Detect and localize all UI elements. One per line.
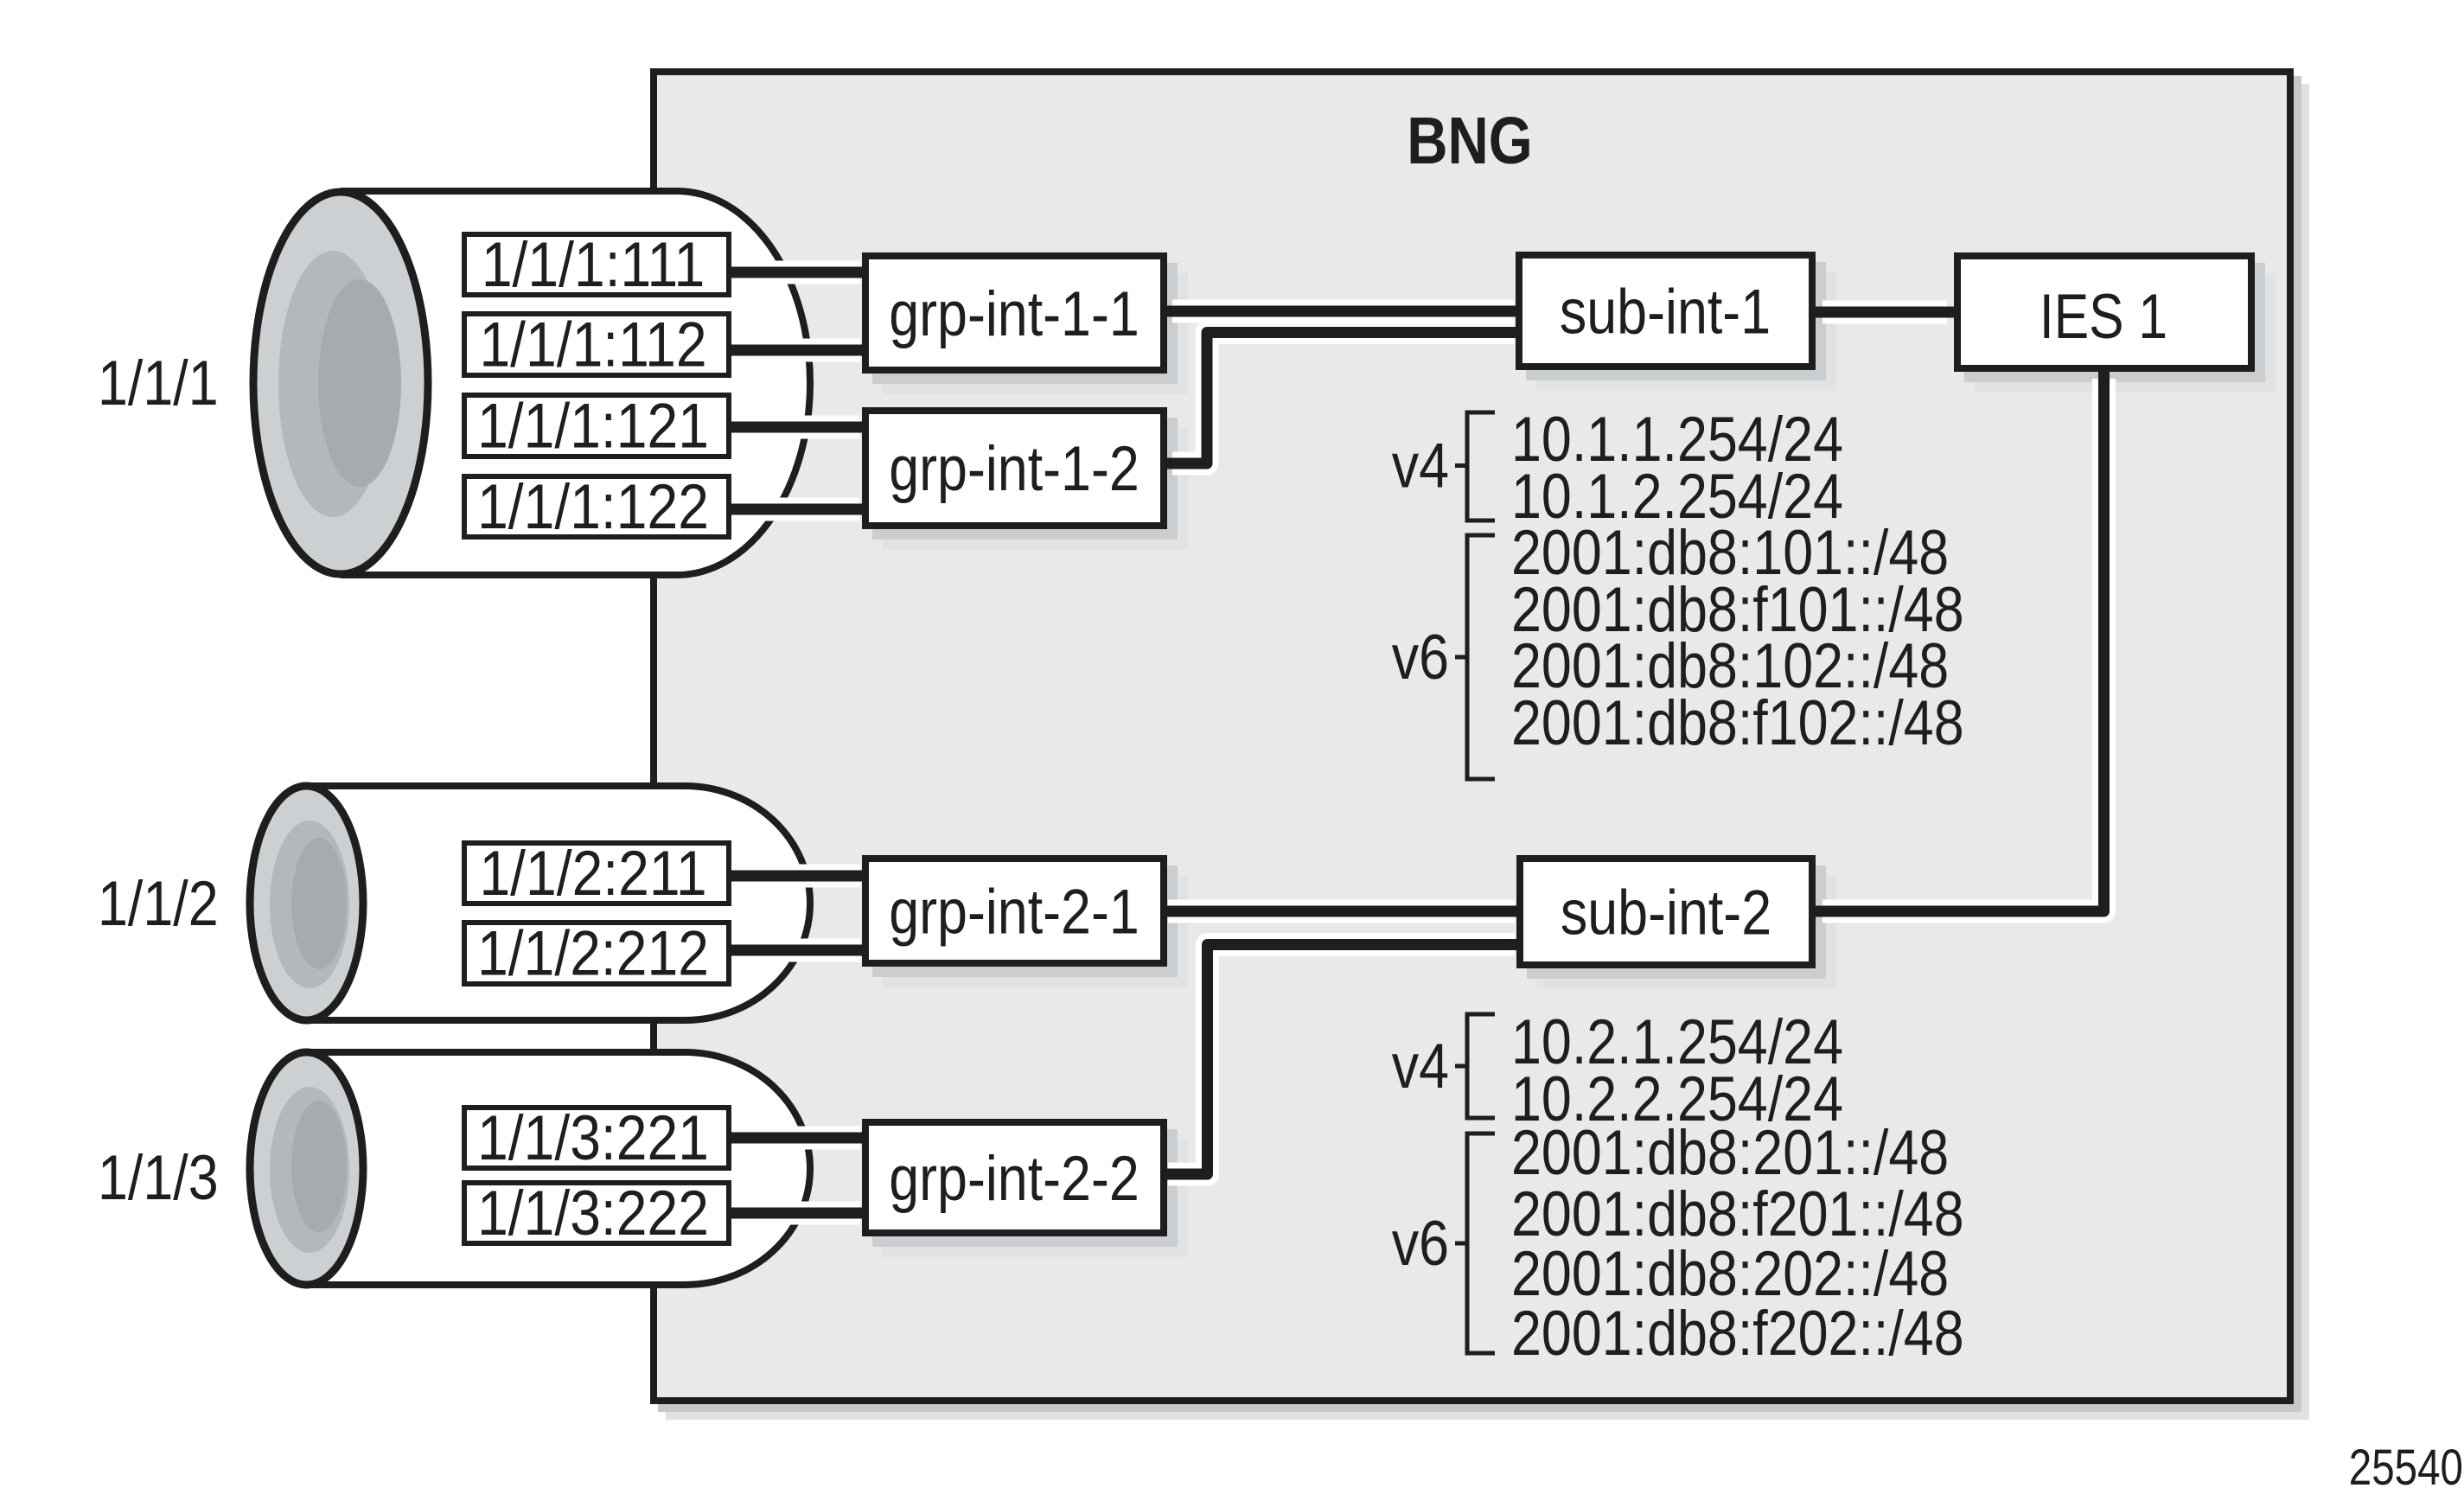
svg-text:1/1/1:111: 1/1/1:111 — [482, 229, 705, 300]
svg-text:10.1.2.254/24: 10.1.2.254/24 — [1511, 462, 1843, 532]
svg-text:grp-int-1-2: grp-int-1-2 — [889, 434, 1139, 504]
svg-text:grp-int-2-1: grp-int-2-1 — [889, 877, 1139, 947]
svg-text:sub-int-2: sub-int-2 — [1561, 878, 1771, 948]
svg-text:2001:db8:201::/48: 2001:db8:201::/48 — [1511, 1118, 1949, 1188]
svg-text:1/1/3:222: 1/1/3:222 — [477, 1178, 709, 1249]
svg-text:1/1/1:112: 1/1/1:112 — [479, 310, 706, 380]
svg-text:2001:db8:f102::/48: 2001:db8:f102::/48 — [1511, 688, 1964, 758]
svg-text:2001:db8:f201::/48: 2001:db8:f201::/48 — [1511, 1179, 1964, 1249]
svg-text:v6: v6 — [1392, 623, 1449, 693]
svg-text:1/1/2: 1/1/2 — [98, 869, 219, 939]
svg-text:IES 1: IES 1 — [2040, 282, 2167, 353]
svg-text:1/1/3:221: 1/1/3:221 — [477, 1102, 709, 1173]
svg-text:v4: v4 — [1392, 431, 1449, 501]
svg-text:BNG: BNG — [1407, 104, 1532, 178]
svg-text:2001:db8:f101::/48: 2001:db8:f101::/48 — [1511, 575, 1964, 645]
svg-text:2001:db8:101::/48: 2001:db8:101::/48 — [1511, 518, 1949, 588]
svg-text:v4: v4 — [1392, 1031, 1449, 1102]
svg-text:25540: 25540 — [2349, 1440, 2463, 1488]
svg-text:1/1/1:122: 1/1/1:122 — [477, 471, 709, 542]
svg-text:sub-int-1: sub-int-1 — [1560, 277, 1771, 347]
svg-text:1/1/2:212: 1/1/2:212 — [477, 918, 709, 989]
svg-text:1/1/1: 1/1/1 — [98, 348, 219, 418]
svg-text:1/1/1:121: 1/1/1:121 — [477, 391, 709, 462]
svg-text:grp-int-2-2: grp-int-2-2 — [889, 1144, 1139, 1214]
svg-text:1/1/2:211: 1/1/2:211 — [479, 838, 706, 909]
svg-text:2001:db8:102::/48: 2001:db8:102::/48 — [1511, 631, 1949, 701]
svg-text:1/1/3: 1/1/3 — [98, 1143, 219, 1213]
svg-text:2001:db8:202::/48: 2001:db8:202::/48 — [1511, 1239, 1949, 1309]
svg-text:10.1.1.254/24: 10.1.1.254/24 — [1511, 405, 1843, 475]
svg-text:grp-int-1-1: grp-int-1-1 — [889, 279, 1139, 349]
svg-text:10.2.1.254/24: 10.2.1.254/24 — [1511, 1007, 1843, 1077]
svg-text:v6: v6 — [1392, 1209, 1449, 1279]
svg-text:10.2.2.254/24: 10.2.2.254/24 — [1511, 1064, 1843, 1134]
svg-text:2001:db8:f202::/48: 2001:db8:f202::/48 — [1511, 1299, 1964, 1369]
